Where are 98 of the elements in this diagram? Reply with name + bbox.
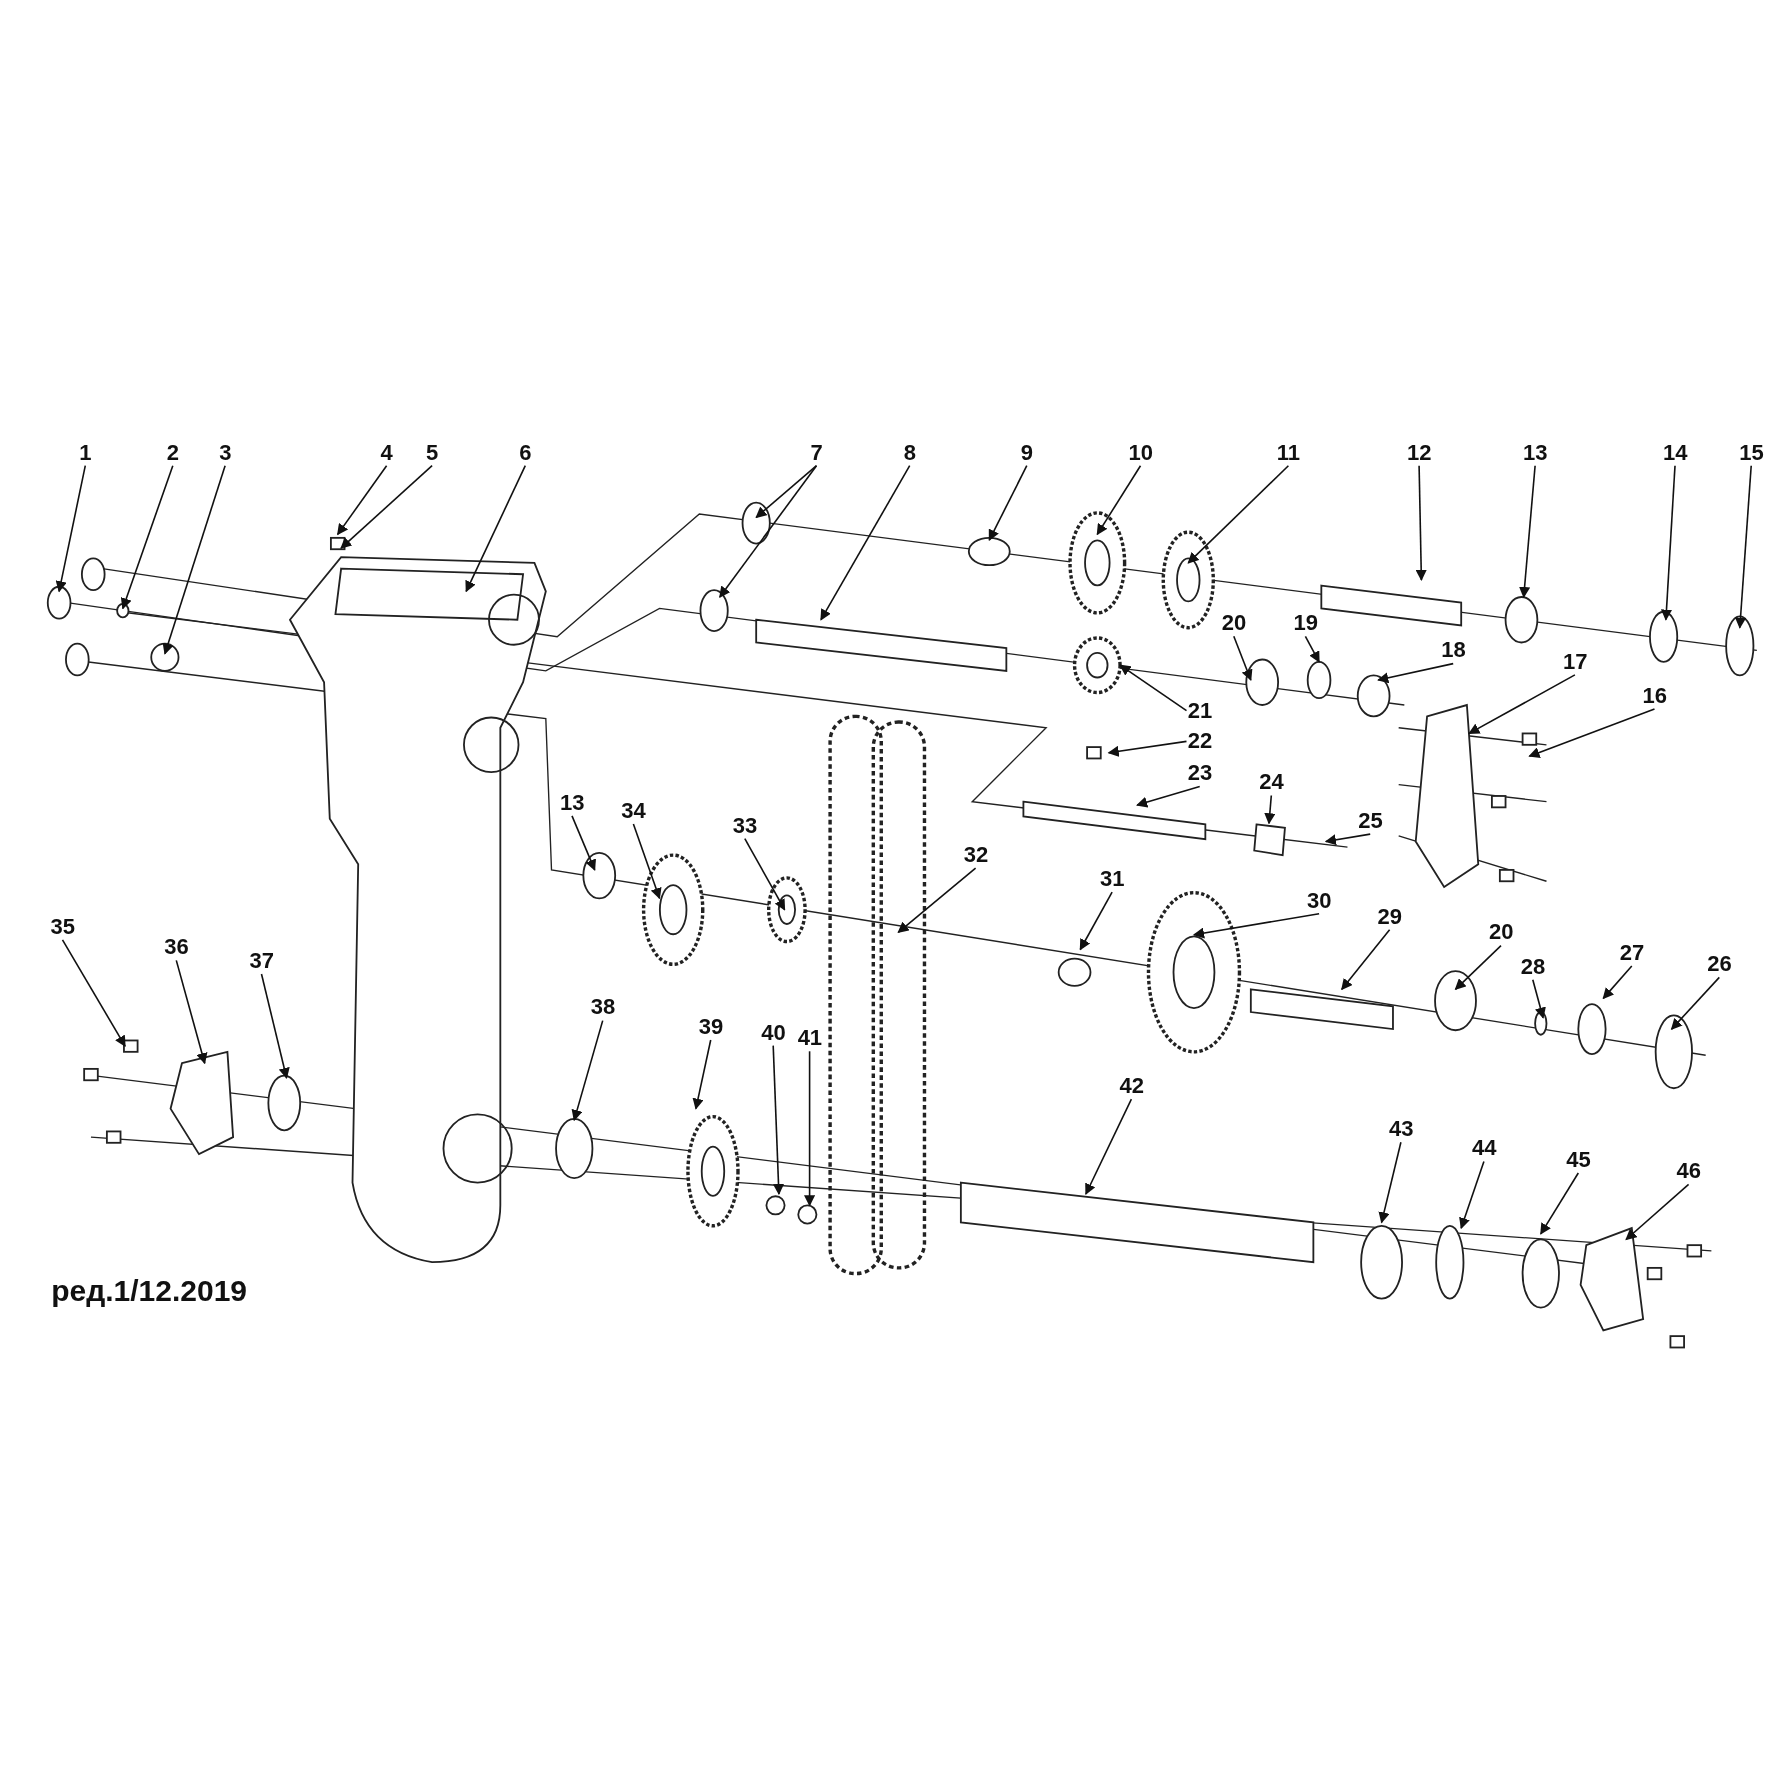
- leader-line: [1107, 740, 1188, 757]
- callout-number: 32: [963, 843, 989, 868]
- leader-line: [1187, 464, 1290, 564]
- leader-line: [260, 973, 290, 1080]
- callout-number: 1: [79, 440, 92, 465]
- leader-line: [1459, 1160, 1485, 1230]
- leader-line: [1454, 944, 1502, 991]
- leader-line: [571, 815, 596, 871]
- callout-number: 5: [426, 440, 439, 465]
- leader-line: [1532, 978, 1546, 1019]
- leader-line: [1096, 464, 1142, 536]
- callout-number: 37: [249, 948, 274, 973]
- callout-number: 8: [903, 440, 916, 465]
- leader-line: [1660, 464, 1676, 621]
- callout-number: 4: [380, 440, 393, 465]
- callout-number: 14: [1662, 440, 1688, 465]
- leader-line: [755, 464, 818, 519]
- callout-number: 7: [810, 440, 823, 465]
- callout-number: 28: [1520, 954, 1546, 979]
- callout-number: 36: [164, 935, 189, 960]
- leader-line: [692, 1039, 712, 1110]
- callout-number: 33: [732, 813, 758, 838]
- callout-number: 39: [698, 1014, 724, 1039]
- callout-number: 46: [1676, 1159, 1702, 1184]
- leader-line: [1304, 635, 1320, 663]
- leader-line: [1136, 785, 1201, 808]
- callout-number: 17: [1562, 649, 1588, 674]
- callout-number: 15: [1739, 440, 1764, 465]
- callout-number: 22: [1187, 729, 1213, 754]
- leader-line: [1519, 464, 1536, 599]
- leader-line: [1233, 635, 1253, 682]
- callout-number: 23: [1187, 761, 1213, 786]
- leader-line: [1625, 1183, 1690, 1241]
- leader-line: [1540, 1172, 1580, 1235]
- leader-line: [1079, 891, 1113, 951]
- revision-note: ред.1/12.2019: [51, 1273, 247, 1308]
- leader-line: [1602, 965, 1633, 1000]
- leader-line: [1085, 1098, 1133, 1195]
- leader-line: [1734, 464, 1752, 629]
- callout-number: 6: [519, 440, 532, 465]
- leader-line: [1670, 976, 1721, 1030]
- callout-number: 40: [761, 1020, 786, 1045]
- callout-number: 19: [1293, 611, 1318, 636]
- leader-line: [162, 464, 226, 655]
- callout-number: 34: [621, 798, 646, 823]
- leader-line: [61, 939, 126, 1048]
- leader-line: [897, 867, 977, 934]
- leader-line: [1324, 833, 1371, 846]
- callout-number: 3: [219, 440, 232, 465]
- leader-line: [820, 464, 911, 621]
- callout-number: 45: [1566, 1147, 1591, 1172]
- leader-line: [1528, 708, 1656, 758]
- callout-number: 12: [1407, 440, 1432, 465]
- callout-number: 29: [1377, 904, 1403, 929]
- leader-line: [632, 823, 662, 900]
- leader-line: [1264, 794, 1276, 825]
- callout-number: 16: [1642, 683, 1667, 708]
- callout-number: 44: [1471, 1136, 1497, 1161]
- callout-number: 20: [1489, 920, 1514, 945]
- callout-number: 20: [1221, 611, 1247, 636]
- leader-line: [744, 837, 786, 911]
- callout-number: 9: [1020, 440, 1034, 465]
- leader-line: [804, 1050, 816, 1207]
- callout-number: 30: [1307, 888, 1332, 913]
- callout-number: 27: [1619, 940, 1645, 965]
- leader-line: [1341, 928, 1391, 991]
- callout-number: 31: [1100, 867, 1125, 891]
- leader-line: [1192, 912, 1320, 939]
- callout-number: 38: [590, 995, 616, 1020]
- callout-number: 11: [1276, 440, 1301, 465]
- callout-number: 43: [1388, 1117, 1414, 1142]
- leader-line: [175, 959, 208, 1065]
- callout-number: 24: [1259, 770, 1284, 795]
- callout-number: 18: [1441, 638, 1466, 663]
- leader-line: [1119, 664, 1188, 712]
- leader-line: [465, 464, 527, 593]
- leader-line: [1415, 464, 1427, 581]
- leader-line: [55, 464, 87, 593]
- callout-number: 41: [797, 1026, 823, 1051]
- leader-line: [340, 464, 433, 549]
- leader-line: [1378, 1141, 1402, 1224]
- callout-number: 35: [50, 914, 75, 939]
- leader-line: [120, 464, 174, 610]
- leader-line: [1468, 674, 1576, 735]
- callout-number: 25: [1358, 809, 1383, 833]
- leader-line: [1377, 662, 1454, 684]
- callout-number: 2: [166, 440, 180, 465]
- leader-line: [772, 1044, 785, 1196]
- callout-number: 13: [559, 790, 585, 815]
- leader-line: [719, 464, 818, 598]
- callout-number: 13: [1523, 440, 1548, 465]
- leader-line: [336, 464, 388, 536]
- leader-line: [571, 1019, 604, 1122]
- callout-number: 26: [1707, 952, 1732, 977]
- callout-number: 42: [1119, 1073, 1144, 1098]
- callout-number: 21: [1187, 698, 1213, 723]
- callout-number: 10: [1128, 440, 1153, 465]
- leader-line: [988, 464, 1028, 542]
